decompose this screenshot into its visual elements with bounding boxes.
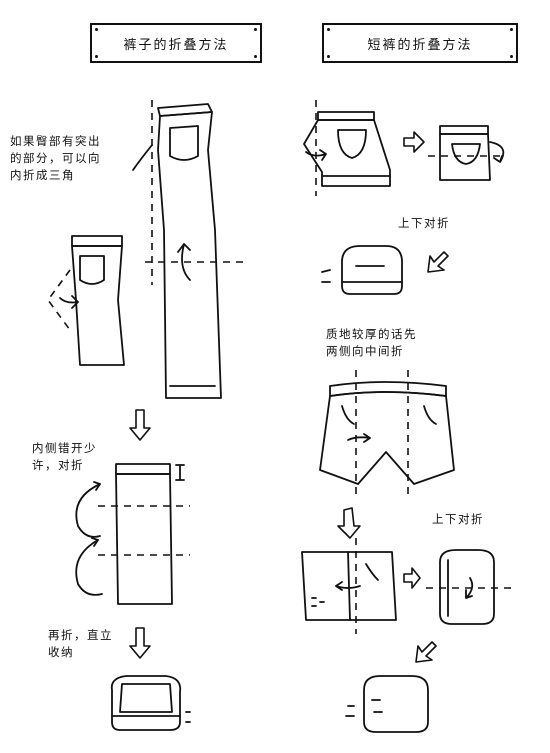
note-triangle: 如果臀部有突出 的部分，可以向 内折成三角 [10, 134, 101, 182]
down-arrow-icon [130, 628, 150, 658]
jeans-folded-length [76, 464, 190, 604]
right-arrow-icon [404, 568, 420, 588]
shorts-half-view [304, 100, 390, 196]
shorts-full-view [320, 370, 454, 500]
right-arrow-icon [404, 132, 424, 152]
jeans-triangle-fold [48, 236, 124, 365]
shorts-bundle [322, 246, 402, 294]
left-title-box: 裤子的折叠方法 [90, 23, 262, 63]
left-title: 裤子的折叠方法 [123, 37, 229, 53]
note-fold1: 上下对折 [398, 216, 450, 230]
note-stagger: 内侧错开少 许，对折 [32, 441, 97, 472]
right-title-box: 短裤的折叠方法 [322, 23, 518, 63]
jeans-half-view [133, 100, 244, 398]
down-arrow-icon [130, 410, 150, 440]
shorts-folded-center [302, 538, 396, 634]
note-thick: 质地较厚的话先 两侧向中间折 [326, 327, 417, 358]
right-title: 短裤的折叠方法 [367, 37, 473, 53]
shorts-small-folded [426, 550, 514, 624]
shorts-final [346, 676, 428, 732]
diagonal-arrow-icon [416, 642, 436, 662]
diagonal-arrow-icon [428, 252, 448, 272]
note-final: 再折，直立 收纳 [48, 628, 113, 659]
note-fold2: 上下对折 [432, 512, 484, 526]
shorts-folded-half [428, 126, 506, 180]
rotate-arrow-icon [178, 244, 190, 280]
jeans-final-standing [112, 676, 190, 730]
down-arrow-icon [338, 508, 360, 538]
